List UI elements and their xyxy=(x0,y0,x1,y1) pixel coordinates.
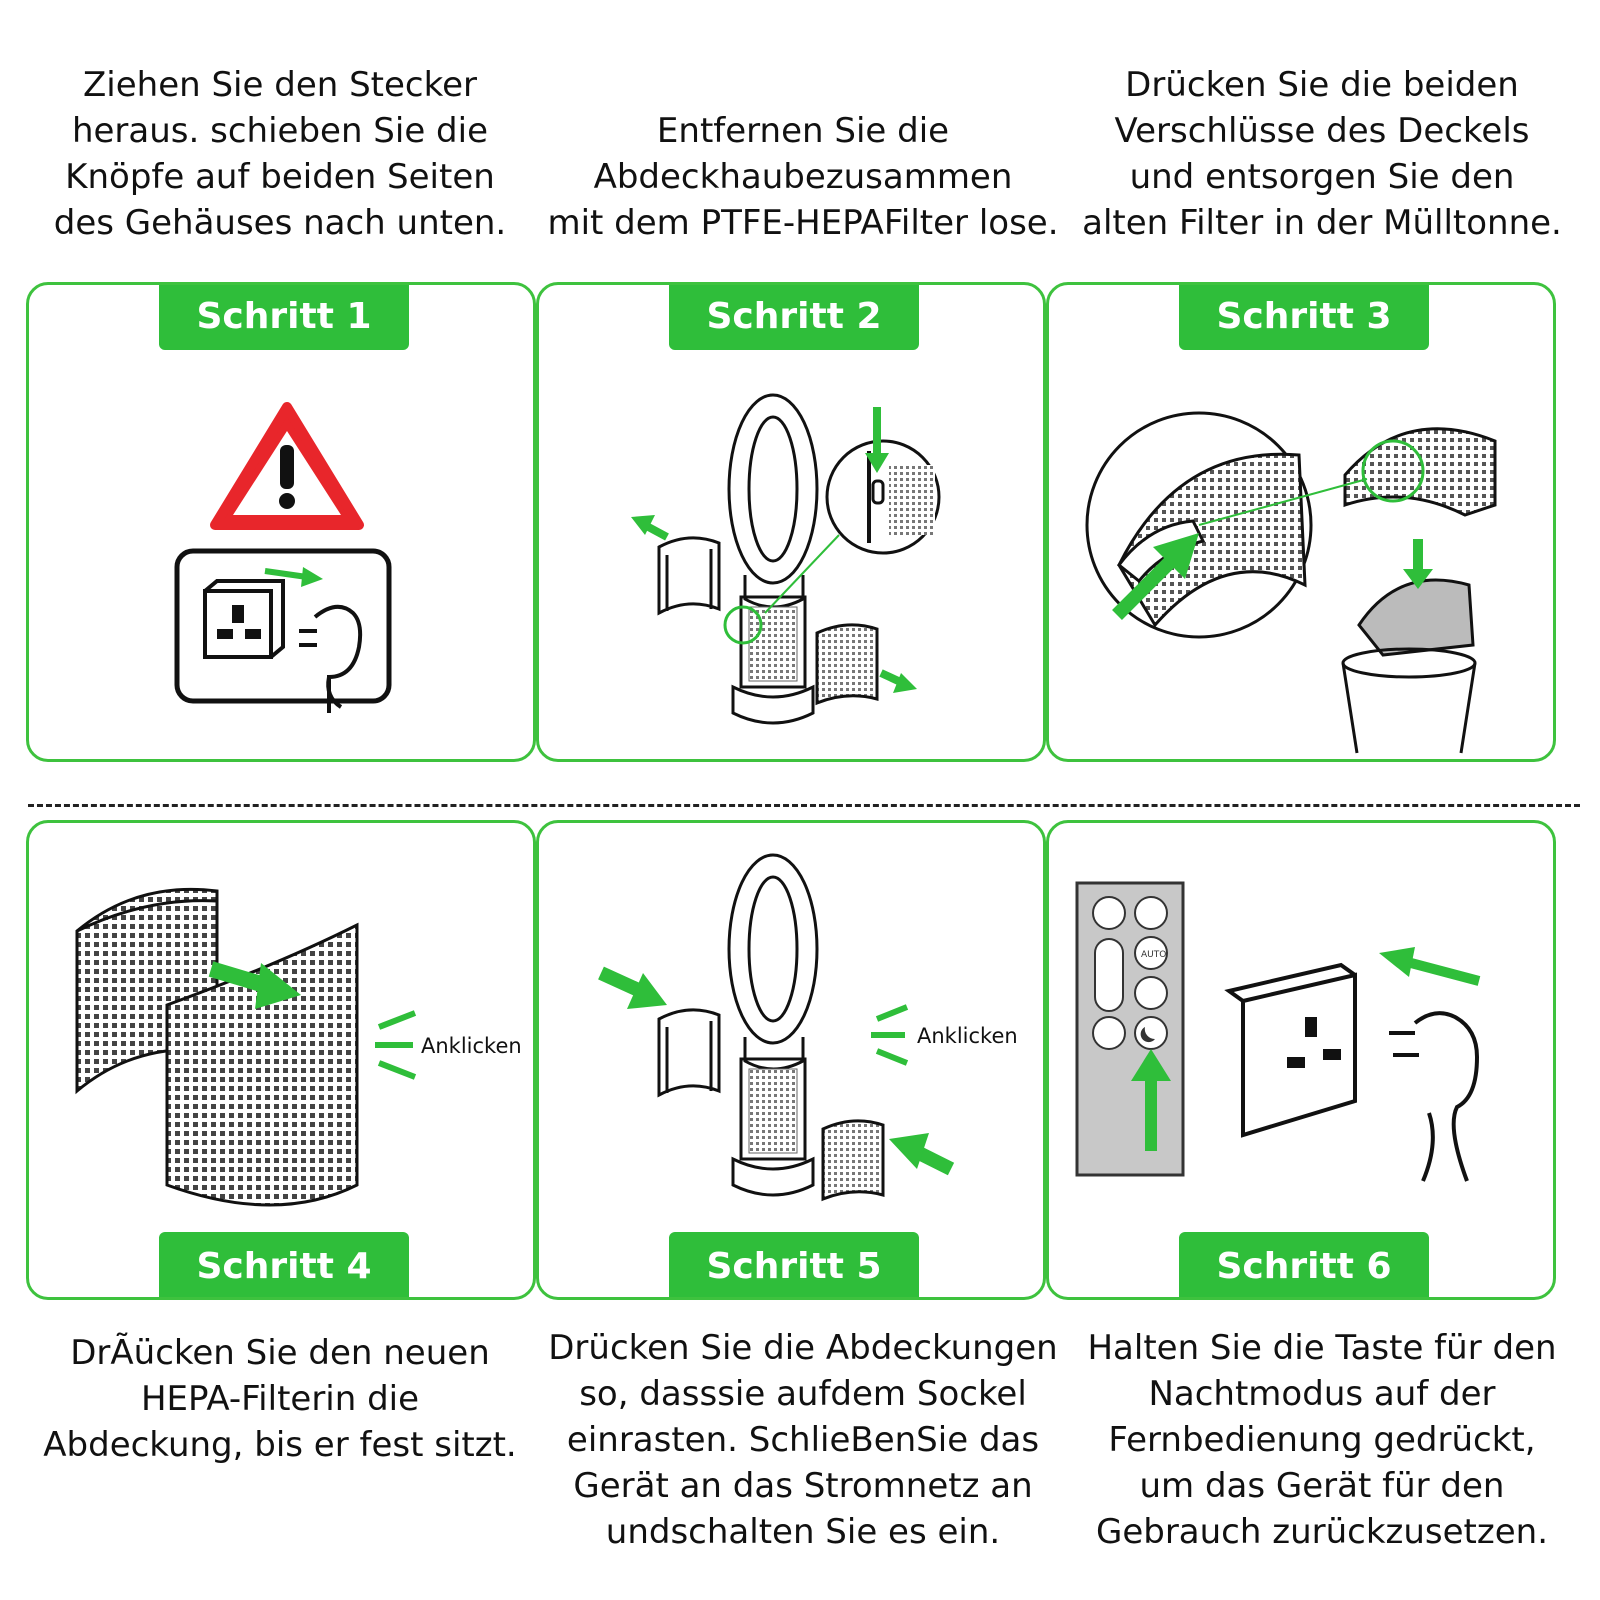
arrow-left-icon xyxy=(1379,947,1481,986)
left-cover-icon xyxy=(657,1008,721,1098)
step-4-badge: Schritt 4 xyxy=(159,1232,409,1297)
step-2-panel: Schritt 2 xyxy=(536,282,1046,762)
step-6-caption: Halten Sie die Taste für den Nachtmodus … xyxy=(1087,1328,1557,1552)
section-divider xyxy=(28,804,1580,807)
left-cover-icon xyxy=(657,536,721,616)
step-4-caption: DrÃücken Sie den neuen HEPA-Filterin die… xyxy=(43,1333,517,1465)
wall-socket-icon xyxy=(174,548,392,713)
step-2-caption: Entfernen Sie die Abdeckhaubezusammen mi… xyxy=(547,111,1059,243)
step-5-badge: Schritt 5 xyxy=(669,1232,919,1297)
filter-mesh-center xyxy=(748,606,798,682)
step-6-panel: Schritt 6 AUTO xyxy=(1046,820,1556,1300)
step-3-caption: Drücken Sie die beiden Verschlüsse des D… xyxy=(1082,65,1562,243)
click-label: Anklicken xyxy=(421,1034,522,1058)
insert-filter-illustration: Anklicken xyxy=(75,887,522,1207)
wall-socket-icon xyxy=(1224,962,1357,1138)
plug-icon xyxy=(1389,1011,1480,1182)
step-2-badge: Schritt 2 xyxy=(669,285,919,350)
warning-icon xyxy=(210,402,364,530)
step-6-badge: Schritt 6 xyxy=(1179,1232,1429,1297)
purifier-tower-icon xyxy=(727,853,819,1197)
unplug-illustration xyxy=(174,402,392,713)
step-1-panel: Schritt 1 xyxy=(26,282,536,762)
step-3-badge: Schritt 3 xyxy=(1179,285,1429,350)
step-1-caption: Ziehen Sie den Stecker heraus. schieben … xyxy=(53,65,507,243)
arrow-up-icon xyxy=(1131,1049,1171,1151)
click-lines-icon xyxy=(375,1010,417,1080)
step-4-panel: Schritt 4 Anklicken xyxy=(26,820,536,1300)
arrow-icons xyxy=(631,407,917,693)
old-filter-icon xyxy=(1357,578,1475,657)
trash-bin-icon xyxy=(1341,647,1477,754)
arrow-right-icon xyxy=(264,567,323,587)
remove-cover-illustration xyxy=(631,393,941,725)
svg-text:AUTO: AUTO xyxy=(1141,950,1166,960)
filter-part-icon xyxy=(1343,427,1497,517)
arrow-icons xyxy=(1112,533,1433,620)
step-1-badge: Schritt 1 xyxy=(159,285,409,350)
right-filter-icon xyxy=(815,623,879,706)
arrow-right-icon xyxy=(208,961,301,1009)
dispose-filter-illustration xyxy=(1085,411,1497,754)
reset-remote-illustration: AUTO xyxy=(1075,881,1481,1182)
right-filter-icon xyxy=(821,1119,885,1202)
remote-control-icon: AUTO xyxy=(1075,881,1185,1177)
step-5-caption: Drücken Sie die Abdeckungen so, dasssie … xyxy=(548,1328,1058,1552)
step-5-panel: Schritt 5 xyxy=(536,820,1046,1300)
click-lines-icon xyxy=(871,1004,909,1066)
click-label: Anklicken xyxy=(917,1024,1018,1048)
step-3-panel: Schritt 3 xyxy=(1046,282,1556,762)
arrow-icons xyxy=(598,966,955,1176)
purifier-tower-icon xyxy=(727,393,819,725)
zoom-circle-icon xyxy=(825,439,941,555)
attach-cover-illustration: Anklicken xyxy=(598,853,1018,1202)
